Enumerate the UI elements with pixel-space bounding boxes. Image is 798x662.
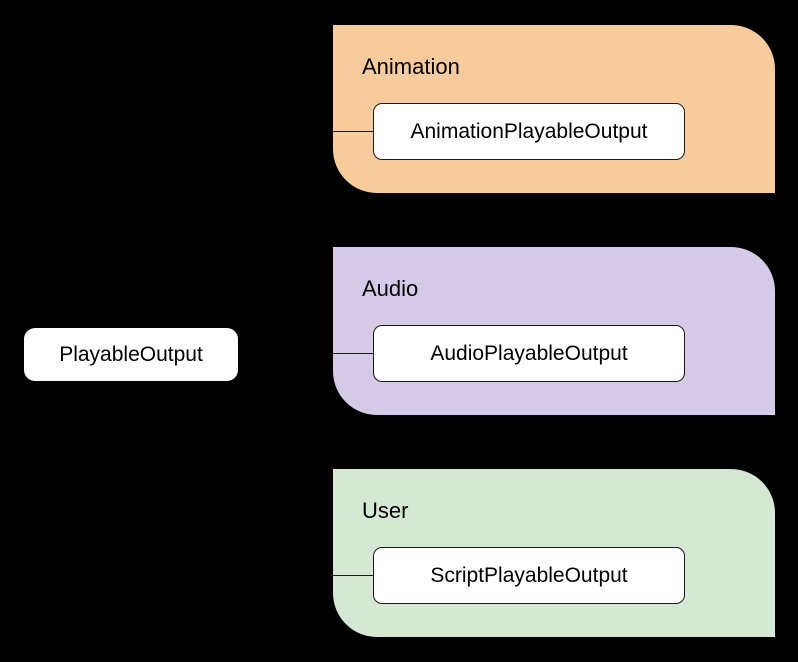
group-panel-user[interactable]: User ScriptPlayableOutput	[333, 469, 775, 637]
node-animation-playable-output[interactable]: AnimationPlayableOutput	[373, 103, 685, 160]
node-playable-output[interactable]: PlayableOutput	[24, 328, 238, 381]
node-audio-playable-output[interactable]: AudioPlayableOutput	[373, 325, 685, 382]
node-animation-playable-output-label: AnimationPlayableOutput	[410, 119, 648, 143]
group-panel-animation[interactable]: Animation AnimationPlayableOutput	[333, 25, 775, 193]
group-panel-audio[interactable]: Audio AudioPlayableOutput	[333, 247, 775, 415]
group-title-audio: Audio	[362, 276, 419, 301]
connector-line-animation	[333, 131, 374, 132]
node-script-playable-output-label: ScriptPlayableOutput	[430, 563, 628, 587]
connector-line-user	[333, 575, 374, 576]
node-script-playable-output[interactable]: ScriptPlayableOutput	[373, 547, 685, 604]
node-playable-output-label: PlayableOutput	[59, 342, 203, 366]
node-audio-playable-output-label: AudioPlayableOutput	[430, 341, 628, 365]
group-title-animation: Animation	[362, 54, 460, 79]
group-title-user: User	[362, 498, 409, 523]
connector-line-audio	[333, 353, 374, 354]
